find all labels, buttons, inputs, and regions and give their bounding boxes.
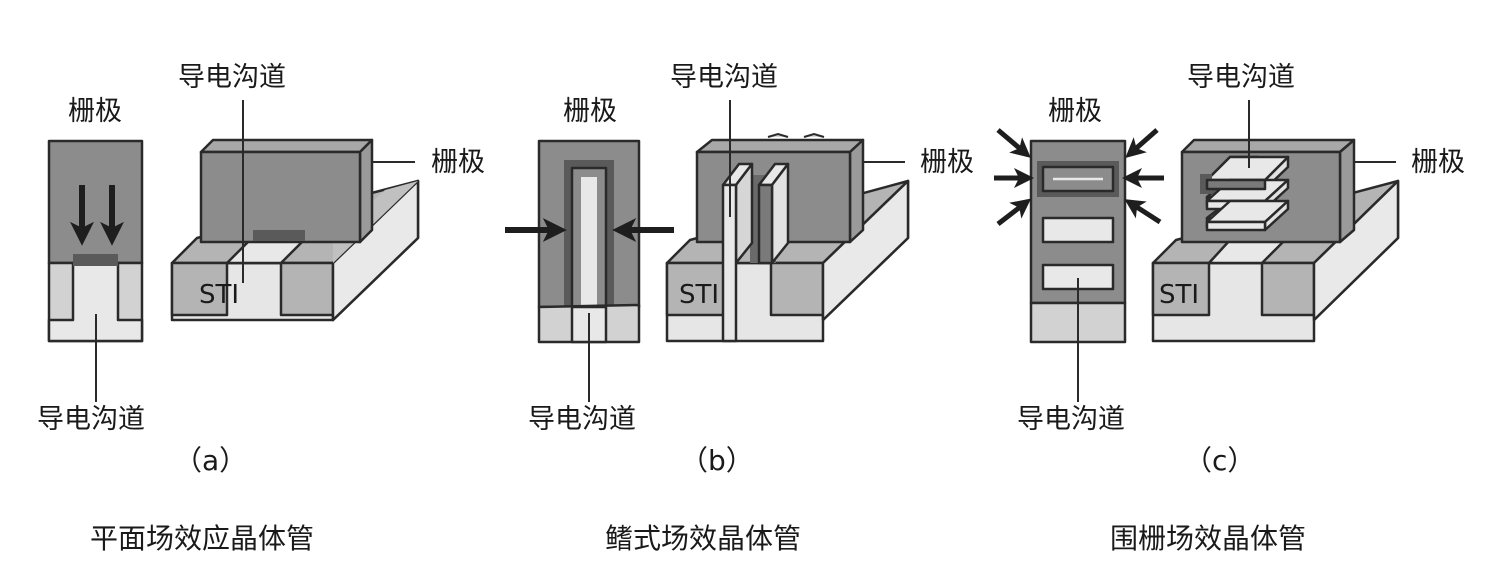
gate-label: 栅极 (431, 147, 485, 178)
channel-label: 导电沟道 (670, 62, 778, 93)
channel-label: 导电沟道 (37, 404, 145, 435)
panel-title: 围栅场效晶体管 (1110, 522, 1306, 555)
gaa-cross-section (994, 128, 1164, 402)
panel-title: 鳍式场效晶体管 (605, 522, 801, 555)
gaa-3d-view: STI (1151, 100, 1400, 343)
panel-tag: （c） (1184, 444, 1255, 477)
gate-top (1180, 138, 1356, 154)
nanosheet-stack (1200, 155, 1290, 232)
fin-channel (721, 162, 790, 343)
gate-front (199, 150, 362, 244)
sti-block-left (1151, 261, 1211, 317)
panel-tag: （a） (174, 444, 247, 477)
gate-oxide (253, 230, 305, 241)
field-arrow-icon (996, 198, 1032, 226)
sti-block-right (769, 261, 825, 317)
sti-label: STI (1159, 280, 1199, 310)
channel-region (47, 261, 144, 343)
sti-block-right (279, 261, 335, 317)
sti-block-left (665, 261, 734, 317)
planar-cross-section (47, 139, 144, 402)
channel-label: 导电沟道 (1187, 62, 1295, 93)
fin-channel (581, 177, 597, 307)
gate-label: 栅极 (68, 96, 122, 127)
fin-tip (767, 132, 825, 138)
channel-label: 导电沟道 (178, 62, 286, 93)
sti-block-left (170, 261, 229, 317)
field-arrow-icon (1125, 128, 1159, 158)
gate-top (695, 138, 865, 154)
panel-tag: （b） (680, 444, 754, 477)
channel-label: 导电沟道 (528, 404, 636, 435)
field-arrow-icon (996, 128, 1031, 158)
panel-c-gaafet: STI 栅极 导电沟道 栅极 导电沟道 （c） 围栅场效晶体管 (994, 62, 1465, 555)
panel-b-finfet: STI 栅极 导电沟道 栅极 导电沟道 （b） 鳍式场效晶体管 (505, 62, 974, 555)
field-arrow-icon (1124, 199, 1162, 225)
gate-label: 栅极 (920, 147, 974, 178)
gate-block (47, 139, 144, 265)
gate-oxide (73, 254, 118, 266)
gate-top (199, 138, 374, 154)
panel-a-planar-fet: STI 栅极 导电沟道 栅极 导电沟道 （a） 平面场效应晶体管 (37, 62, 485, 555)
panel-title: 平面场效应晶体管 (90, 522, 314, 555)
finfet-cross-section (505, 139, 674, 402)
sti-block-right (1260, 261, 1316, 317)
nanosheet-channel (1041, 216, 1115, 244)
sti-label: STI (679, 280, 719, 310)
gate-label: 栅极 (563, 96, 617, 127)
sti-label: STI (199, 280, 239, 310)
gate-label: 栅极 (1048, 96, 1102, 127)
finfet-3d-view: STI (665, 100, 910, 343)
channel-label: 导电沟道 (1017, 404, 1125, 435)
gate-label: 栅极 (1411, 147, 1465, 178)
planar-3d-view: STI (170, 100, 420, 322)
